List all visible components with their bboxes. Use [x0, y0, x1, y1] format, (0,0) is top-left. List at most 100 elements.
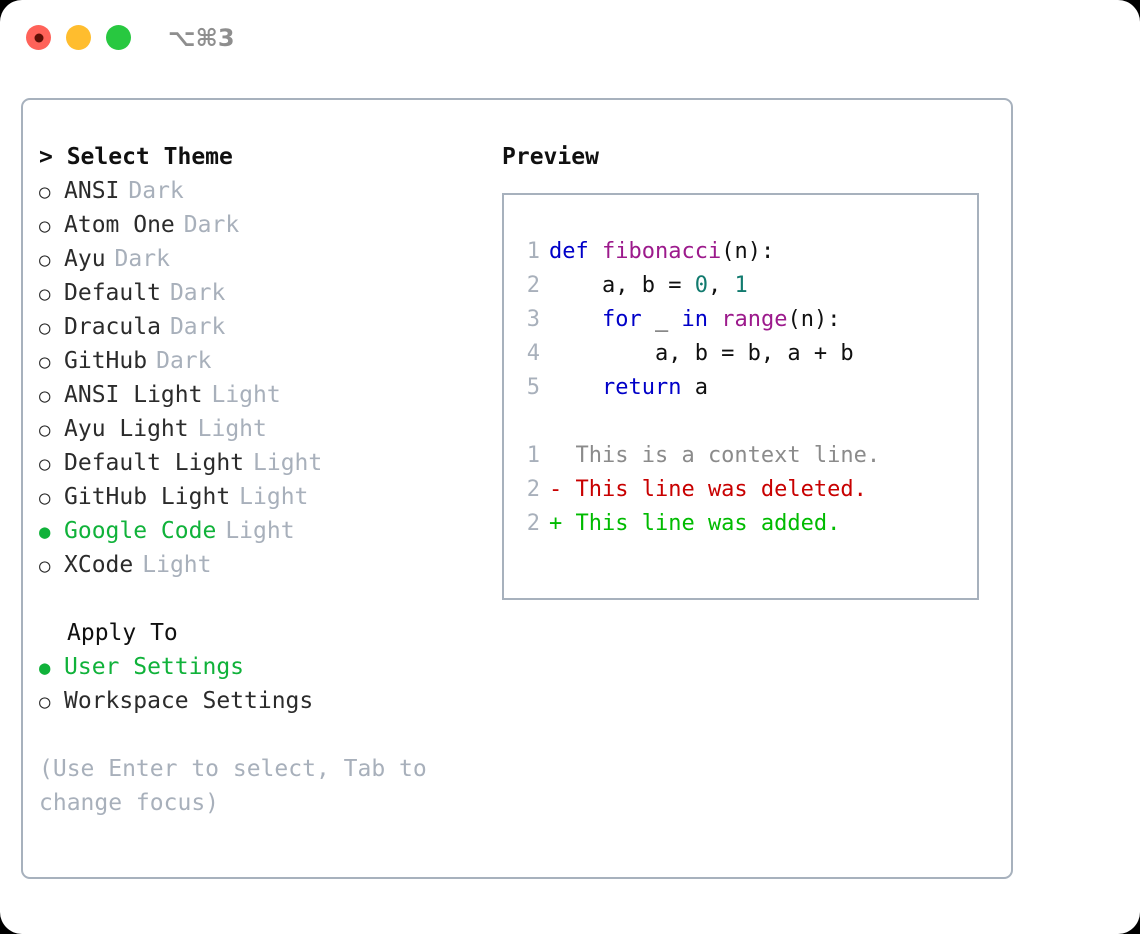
line-number: 1	[526, 239, 540, 264]
preview-heading: Preview	[502, 144, 599, 170]
apply-to-section: Apply To ● User Settings ○Workspace Settin…	[39, 616, 489, 718]
theme-option-label: Default	[64, 280, 161, 306]
radio-unselected-icon: ○	[39, 419, 51, 441]
code-token-plain: a, b =	[549, 273, 695, 298]
radio-unselected-icon: ○	[39, 555, 51, 577]
radio-selected-icon: ●	[39, 657, 51, 679]
theme-option-category: Dark	[169, 314, 226, 340]
apply-option-workspace-settings[interactable]: ○Workspace Settings	[39, 684, 489, 718]
theme-option-category: Dark	[128, 178, 184, 204]
diff-text: - This line was deleted.	[549, 477, 867, 502]
radio-unselected-icon: ○	[39, 215, 51, 237]
code-line: 5 return a	[518, 371, 977, 405]
apply-option-user-settings[interactable]: ● User Settings	[39, 650, 489, 684]
theme-option-category: Light	[211, 382, 281, 408]
code-token-num: 1	[734, 273, 748, 298]
theme-option-category: Light	[225, 518, 295, 544]
diff-sample: 1 This is a context line. 2 - This line wa…	[518, 439, 977, 541]
keyboard-hint-text: (Use Enter to select, Tab to change focu…	[39, 756, 427, 816]
code-token-plain: a, b = b, a + b	[549, 341, 854, 366]
theme-option-category: Light	[197, 416, 267, 442]
theme-option-xcode[interactable]: ○ XCode Light	[39, 548, 489, 582]
radio-unselected-icon: ○	[39, 487, 51, 509]
code-token-plain: (n):	[787, 307, 841, 332]
radio-unselected-icon: ○	[39, 453, 51, 475]
radio-unselected-icon: ○	[39, 385, 51, 407]
title-bar: ⌥⌘3	[0, 0, 1140, 78]
line-number: 2	[526, 477, 540, 502]
theme-option-google-code[interactable]: ● Google Code Light	[39, 514, 489, 548]
line-number: 3	[526, 307, 540, 332]
theme-option-category: Dark	[156, 348, 212, 374]
theme-option-label: Atom One	[64, 212, 175, 238]
diff-line-del: 2 - This line was deleted.	[518, 473, 977, 507]
theme-option-ayu[interactable]: ○ Ayu Dark	[39, 242, 489, 276]
code-line: 1 def fibonacci(n):	[518, 235, 977, 269]
code-token-kw: for	[549, 307, 642, 332]
apply-option-label: User Settings	[64, 654, 245, 680]
theme-option-ansi[interactable]: ○ ANSI Dark	[39, 174, 489, 208]
apply-to-option-list[interactable]: ● User Settings ○Workspace Settings	[39, 650, 489, 718]
theme-option-github-light[interactable]: ○ GitHub Light Light	[39, 480, 489, 514]
theme-option-category: Dark	[114, 246, 170, 272]
theme-option-category: Dark	[183, 212, 240, 238]
theme-option-atom-one[interactable]: ○ Atom One Dark	[39, 208, 489, 242]
code-line: 3 for _ in range(n):	[518, 303, 977, 337]
code-token-plain: a	[681, 375, 708, 400]
traffic-lights	[26, 25, 131, 50]
theme-option-label: XCode	[64, 552, 134, 578]
radio-selected-icon: ●	[39, 521, 51, 543]
code-token-num: 0	[694, 273, 708, 298]
diff-text: This is a context line.	[549, 443, 881, 468]
code-token-kw: def	[549, 239, 602, 264]
theme-option-github[interactable]: ○ GitHub Dark	[39, 344, 489, 378]
theme-option-label: GitHub	[64, 348, 148, 374]
radio-unselected-icon: ○	[39, 249, 51, 271]
diff-line-ctx: 1 This is a context line.	[518, 439, 977, 473]
line-number: 1	[526, 443, 540, 468]
apply-option-label: Workspace Settings	[64, 688, 314, 714]
theme-option-label: ANSI Light	[64, 382, 203, 408]
code-token-fn: fibonacci	[601, 239, 722, 264]
theme-option-category: Light	[142, 552, 212, 578]
maximize-window-icon[interactable]	[106, 25, 131, 50]
theme-option-default-light[interactable]: ○ Default Light Light	[39, 446, 489, 480]
code-line: 4 a, b = b, a + b	[518, 337, 977, 371]
code-token-fn: range	[721, 307, 788, 332]
theme-option-label: Ayu Light	[64, 416, 189, 442]
theme-option-label: Default Light	[64, 450, 245, 476]
code-token-kw: in	[681, 307, 722, 332]
theme-option-category: Light	[253, 450, 323, 476]
theme-option-ayu-light[interactable]: ○ Ayu Light Light	[39, 412, 489, 446]
theme-option-category: Dark	[169, 280, 226, 306]
preview-spacer	[518, 405, 977, 439]
theme-option-label: ANSI	[64, 178, 120, 204]
line-number: 2	[526, 511, 540, 536]
close-window-icon[interactable]	[26, 25, 51, 50]
theme-option-ansi-light[interactable]: ○ ANSI Light Light	[39, 378, 489, 412]
minimize-window-icon[interactable]	[66, 25, 91, 50]
code-line: 2 a, b = 0, 1	[518, 269, 977, 303]
code-token-plain: ,	[707, 273, 735, 298]
theme-option-label: Ayu	[64, 246, 106, 272]
radio-unselected-icon: ○	[39, 317, 51, 339]
theme-option-category: Light	[239, 484, 309, 510]
line-number: 2	[526, 273, 540, 298]
code-token-plain: (n):	[721, 239, 775, 264]
diff-text: + This line was added.	[549, 511, 841, 536]
apply-to-heading: Apply To	[67, 620, 178, 646]
radio-unselected-icon: ○	[39, 351, 51, 373]
radio-unselected-icon: ○	[39, 181, 51, 203]
theme-option-label: GitHub Light	[64, 484, 231, 510]
line-number: 4	[526, 341, 540, 366]
theme-option-label: Google Code	[64, 518, 217, 544]
